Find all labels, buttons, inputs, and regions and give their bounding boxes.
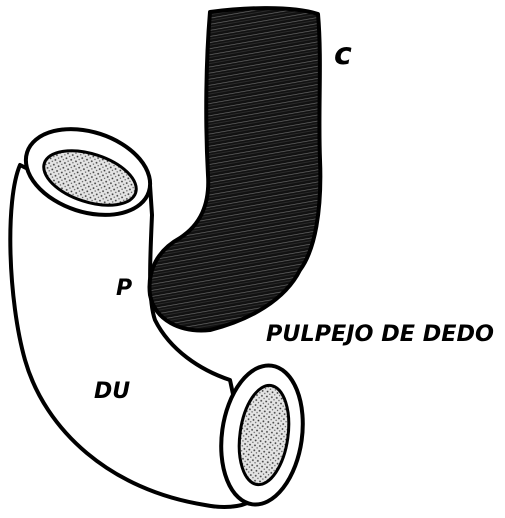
- finger-shape: [150, 8, 321, 330]
- label-du: DU: [94, 379, 130, 404]
- label-c: c: [334, 37, 352, 72]
- label-p: P: [116, 276, 132, 301]
- label-pulpejo-de-dedo: PULPEJO DE DEDO: [266, 322, 494, 347]
